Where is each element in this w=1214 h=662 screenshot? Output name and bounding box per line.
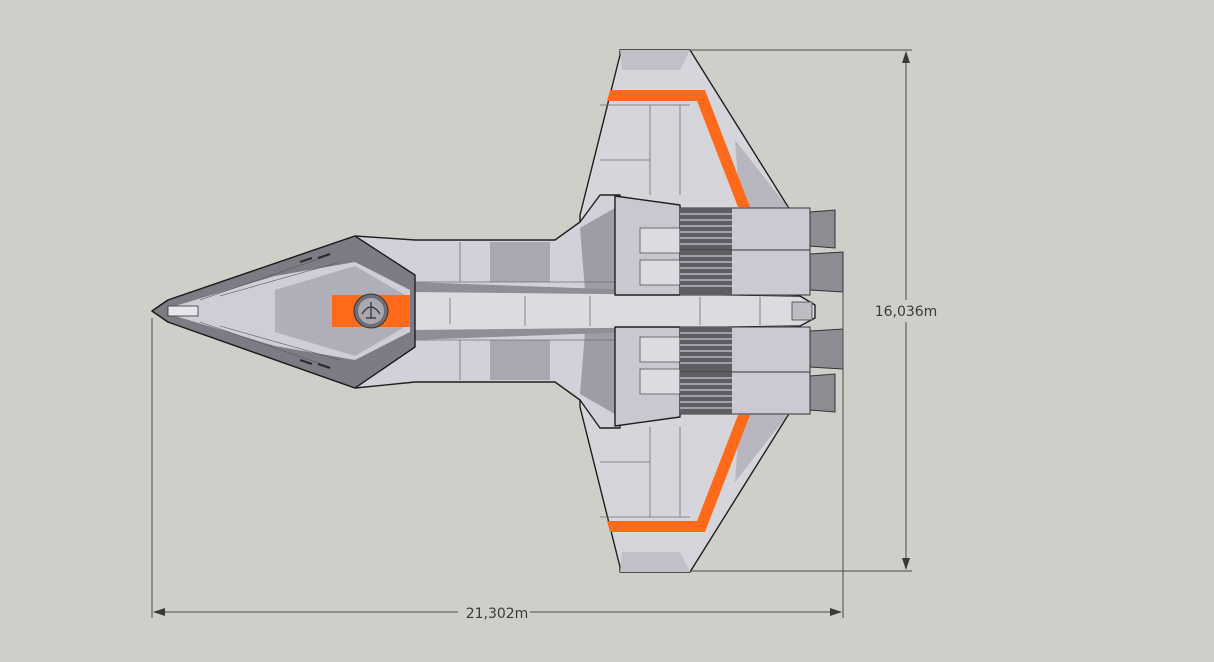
engine-2 [679, 249, 844, 296]
dimension-length: 21,302m [151, 292, 844, 622]
accent-stripe-bottom [607, 415, 750, 532]
emblem-icon [353, 293, 389, 329]
ship [151, 49, 844, 573]
engine-housing-bottom [614, 326, 681, 427]
accent-stripe-top [607, 90, 750, 207]
engine-housing-top [614, 195, 681, 296]
wing-top [579, 49, 791, 229]
cockpit [151, 235, 416, 389]
wing-bottom [579, 393, 791, 573]
engine-3 [679, 326, 844, 373]
engine-4 [679, 371, 836, 415]
engine-1 [679, 207, 836, 251]
dimension-width: 16,036m [690, 49, 942, 572]
length-label: 21,302m [466, 606, 529, 622]
width-label: 16,036m [875, 304, 938, 320]
